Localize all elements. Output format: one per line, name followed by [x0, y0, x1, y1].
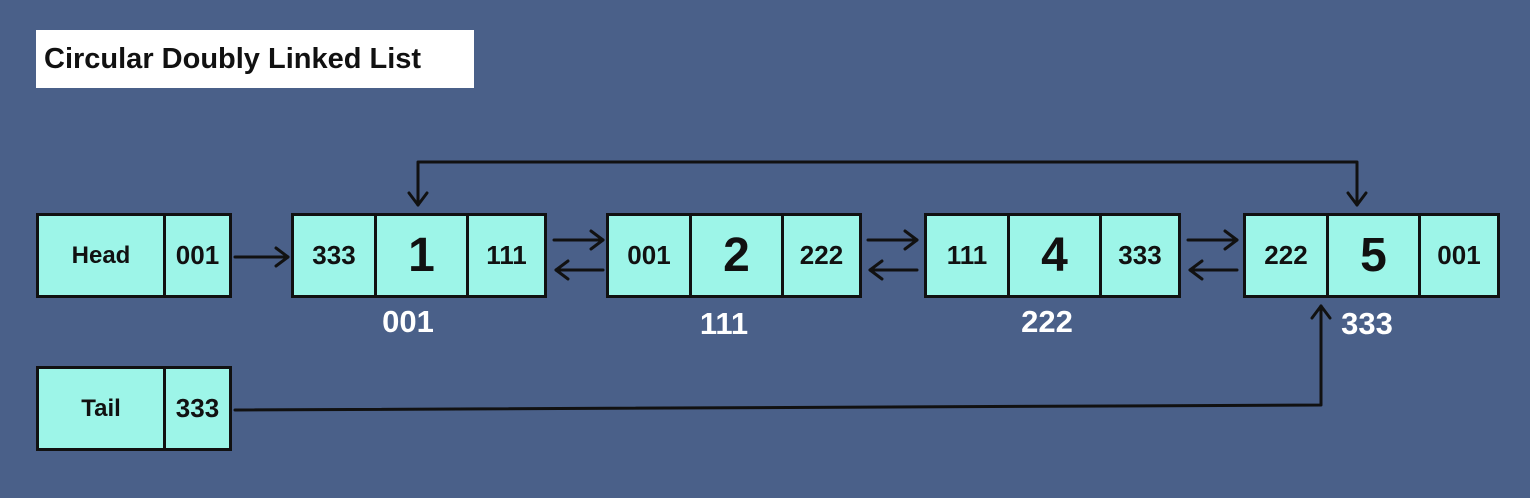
tail-pointer-value: 333 — [163, 369, 229, 448]
next-arrow-1-2 — [552, 229, 605, 251]
node-address: 001 — [382, 304, 434, 339]
node-address: 222 — [1021, 304, 1073, 339]
node-value: 2 — [689, 216, 781, 295]
node-value: 5 — [1326, 216, 1418, 295]
diagram-title: Circular Doubly Linked List — [36, 30, 474, 88]
head-to-node-arrow — [233, 246, 290, 268]
node-prev-pointer: 333 — [312, 240, 356, 270]
next-arrow-2-3 — [866, 229, 919, 251]
list-node-2: 001 2 222 — [606, 213, 862, 298]
node-prev-pointer: 001 — [627, 240, 671, 270]
node-value: 4 — [1007, 216, 1099, 295]
prev-arrow-2-1 — [554, 259, 605, 281]
node-prev-pointer: 222 — [1264, 240, 1308, 270]
head-pointer-value: 001 — [163, 216, 229, 295]
prev-arrow-4-3 — [1188, 259, 1239, 281]
node-address: 333 — [1341, 306, 1393, 341]
head-pointer-box: Head 001 — [36, 213, 232, 298]
list-node-4: 222 5 001 — [1243, 213, 1500, 298]
node-next-pointer: 001 — [1418, 216, 1497, 295]
node-next-pointer: 333 — [1099, 216, 1178, 295]
next-arrow-3-4 — [1186, 229, 1239, 251]
tail-pointer-box: Tail 333 — [36, 366, 232, 451]
list-node-1: 333 1 111 — [291, 213, 547, 298]
node-next-pointer: 222 — [781, 216, 859, 295]
node-next-pointer: 111 — [466, 216, 544, 295]
circular-link-arrows — [407, 160, 1368, 207]
node-prev-pointer: 111 — [946, 240, 988, 270]
tail-label: Tail — [81, 394, 121, 422]
node-value: 1 — [374, 216, 466, 295]
node-address: 111 — [699, 306, 749, 341]
tail-to-node-arrow — [233, 304, 1332, 412]
prev-arrow-3-2 — [868, 259, 919, 281]
head-label: Head — [71, 241, 131, 269]
list-node-3: 111 4 333 — [924, 213, 1181, 298]
